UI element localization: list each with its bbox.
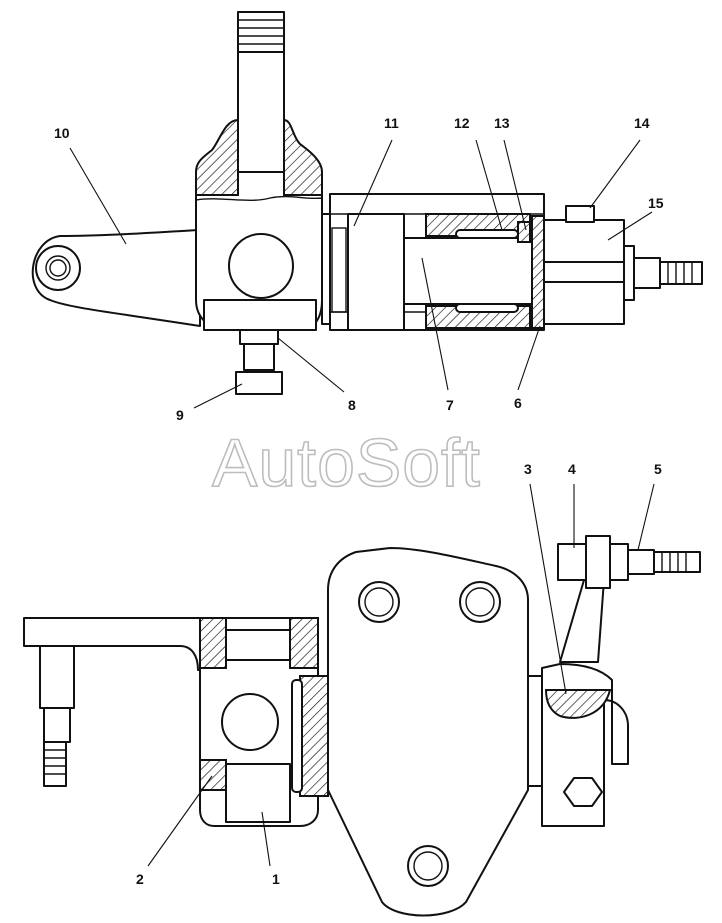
knuckle-hatch-c bbox=[299, 675, 329, 797]
callout-13: 13 bbox=[494, 115, 510, 131]
stud-base bbox=[627, 549, 655, 575]
kingpin-bore bbox=[228, 233, 294, 299]
callout-5: 5 bbox=[654, 461, 662, 477]
knuckle-hatch-d bbox=[199, 759, 227, 791]
piston-11 bbox=[347, 213, 405, 331]
bottom-leaders bbox=[147, 483, 655, 867]
bearing-upper bbox=[225, 629, 291, 661]
bolt-head-9 bbox=[235, 371, 283, 395]
callout-15: 15 bbox=[648, 195, 664, 211]
ball-pin-head bbox=[585, 535, 611, 589]
washer-8 bbox=[239, 329, 279, 345]
watermark-text: AutoSoft bbox=[212, 425, 481, 501]
cap-slot bbox=[543, 261, 627, 283]
callout-14: 14 bbox=[634, 115, 650, 131]
shaft-upper bbox=[237, 51, 285, 187]
shaft-top-thread bbox=[237, 11, 285, 53]
bolt-shank bbox=[243, 343, 275, 371]
housing-flange bbox=[321, 213, 331, 325]
pin-thread bbox=[43, 741, 67, 787]
callout-10: 10 bbox=[54, 125, 70, 141]
top-assembly bbox=[31, 11, 703, 395]
bolt-14 bbox=[565, 205, 595, 223]
clamp-nut bbox=[563, 777, 603, 807]
callout-3: 3 bbox=[524, 461, 532, 477]
callout-12: 12 bbox=[454, 115, 470, 131]
stud-thread bbox=[653, 551, 701, 573]
needle-top bbox=[455, 229, 519, 239]
ball-pin-3 bbox=[559, 579, 605, 663]
arm-eye-outer bbox=[35, 245, 81, 291]
cap-nut bbox=[623, 245, 635, 301]
callout-2: 2 bbox=[136, 871, 144, 887]
callout-1: 1 bbox=[272, 871, 280, 887]
callout-6: 6 bbox=[514, 395, 522, 411]
seal-6 bbox=[531, 215, 545, 329]
bottom-assembly bbox=[23, 535, 701, 917]
top-leaders bbox=[69, 139, 653, 409]
knuckle-bore bbox=[221, 693, 279, 751]
cap-stud-base bbox=[633, 257, 661, 289]
clamp-spacer bbox=[527, 675, 543, 787]
pin-mid bbox=[43, 707, 71, 743]
callout-8: 8 bbox=[348, 397, 356, 413]
plunger-7 bbox=[403, 237, 545, 305]
knuckle-lower-collar bbox=[203, 299, 317, 331]
callout-11: 11 bbox=[384, 115, 399, 131]
mounting-bracket bbox=[327, 547, 529, 917]
needle-race bbox=[291, 679, 303, 793]
pin-upper bbox=[39, 645, 75, 709]
knuckle-hatch-right bbox=[283, 118, 323, 196]
clamp-hatch bbox=[544, 689, 612, 719]
kingpin-1 bbox=[225, 763, 291, 823]
knuckle-hatch-a bbox=[199, 617, 227, 669]
seal-13 bbox=[517, 221, 531, 243]
needle-bottom bbox=[455, 303, 519, 313]
nut-4 bbox=[557, 543, 587, 581]
cap-stud-thread bbox=[659, 261, 703, 285]
callout-7: 7 bbox=[446, 397, 454, 413]
arm-eye-inner bbox=[45, 255, 71, 281]
callout-9: 9 bbox=[176, 407, 184, 423]
knuckle-hatch-b bbox=[289, 617, 319, 669]
washer-5 bbox=[609, 543, 629, 581]
knuckle-hatch-left bbox=[195, 118, 239, 196]
callout-labels: 10 11 12 13 14 15 9 8 7 6 3 4 5 2 1 bbox=[54, 115, 664, 887]
callout-4: 4 bbox=[568, 461, 576, 477]
